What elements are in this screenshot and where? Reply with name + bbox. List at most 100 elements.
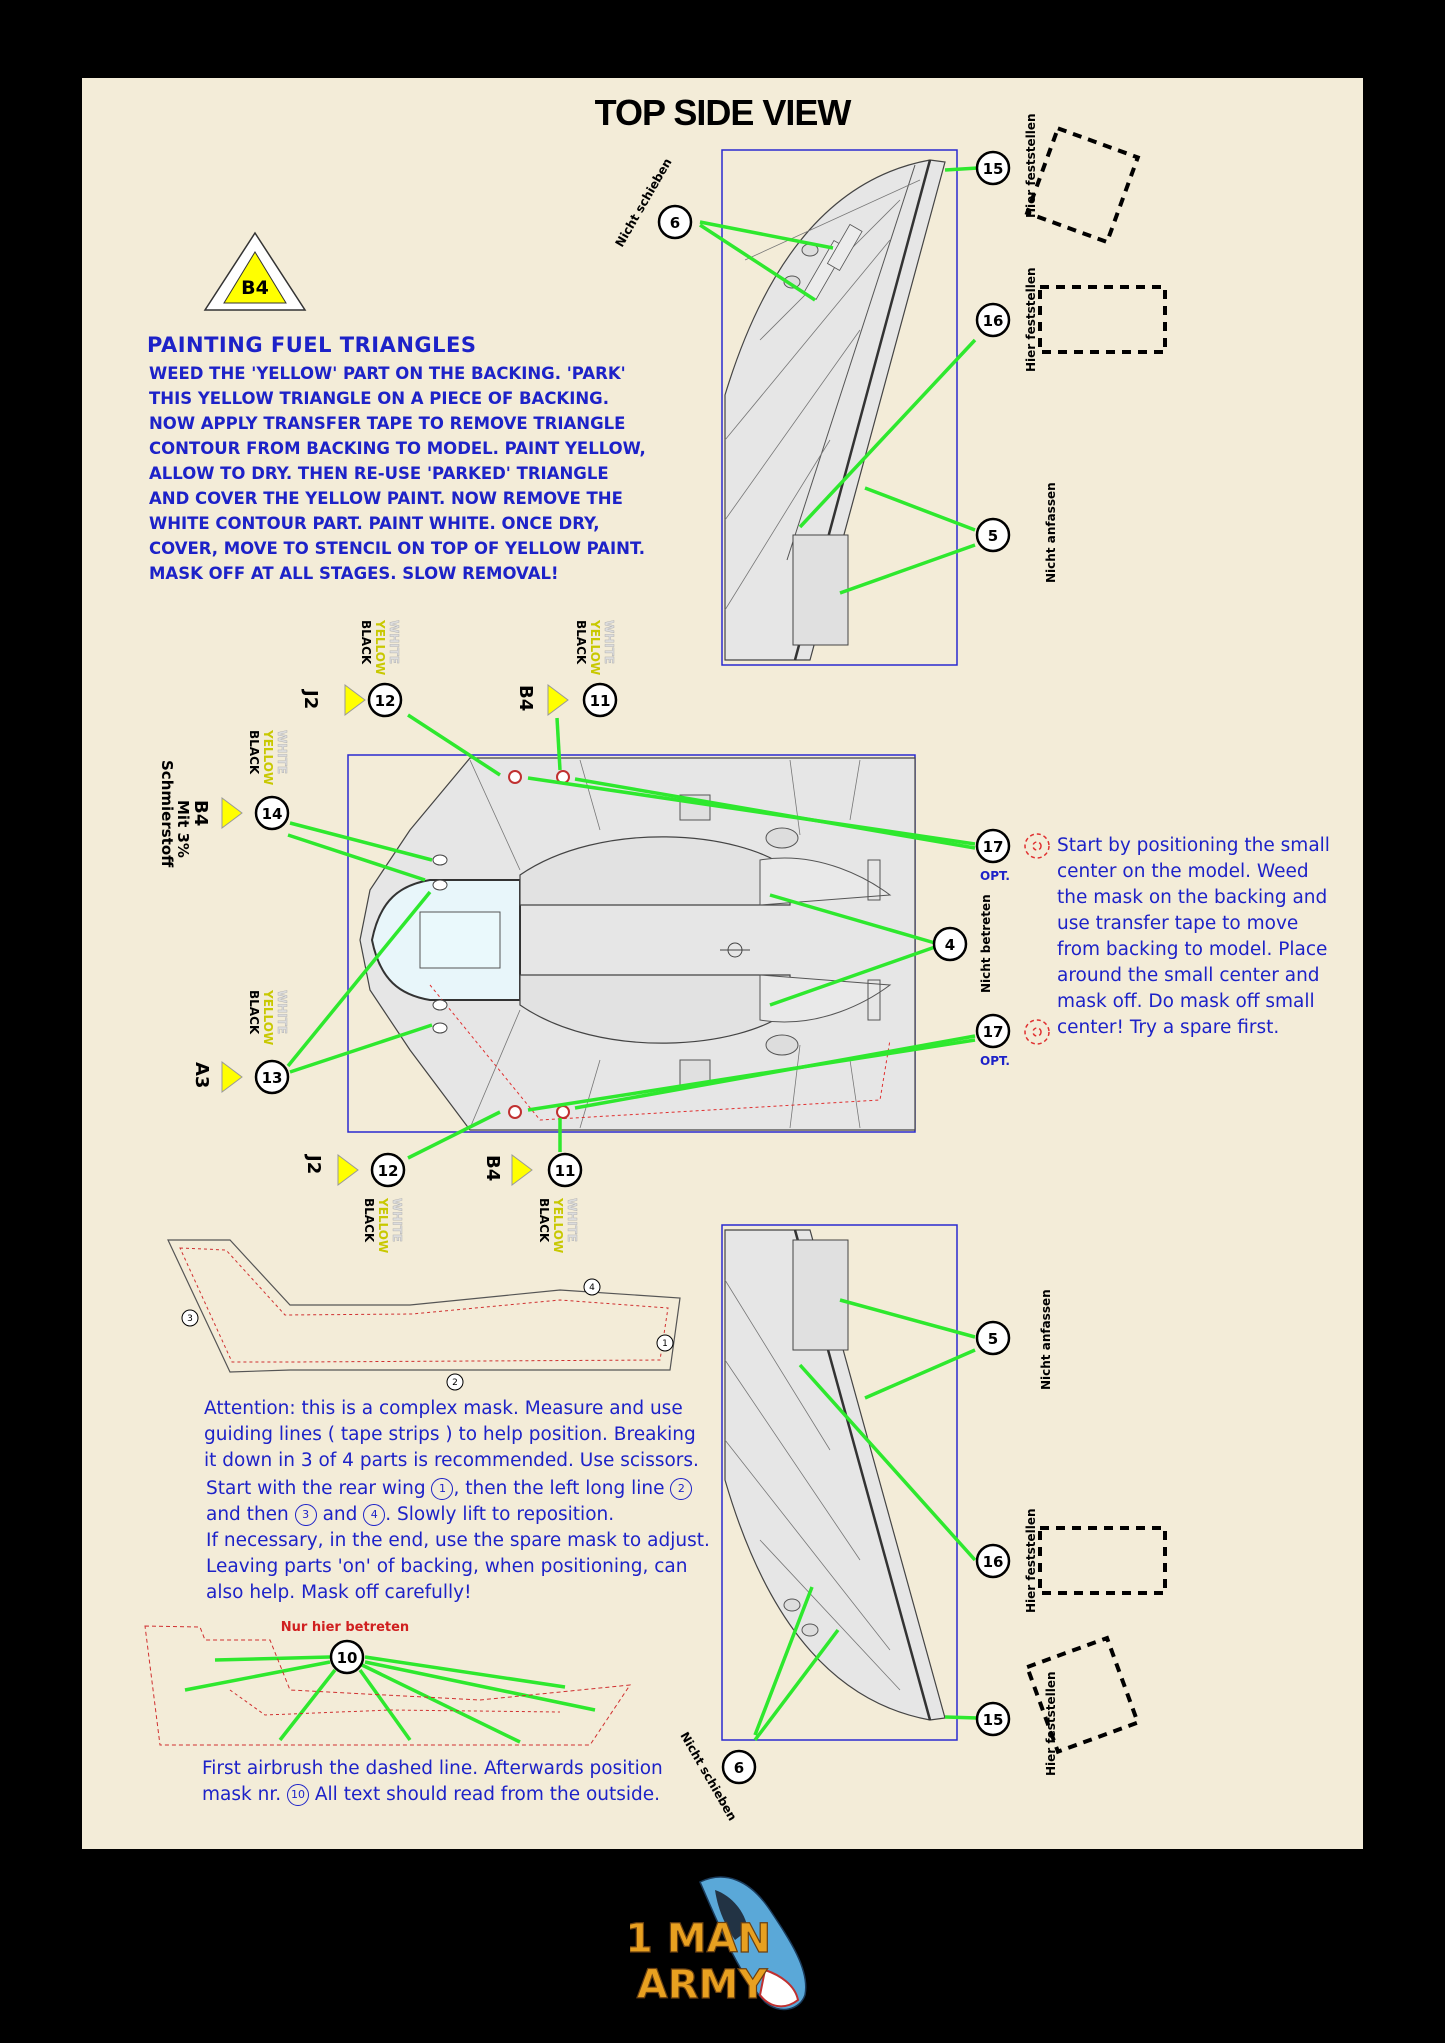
opt-instruction-line: use transfer tape to move (1057, 913, 1299, 934)
callout-16-bottom: 16 (975, 1543, 1011, 1579)
callout-10: 10 (329, 1639, 365, 1675)
opt-label-top: OPT. (980, 869, 1010, 883)
svg-text:11: 11 (590, 692, 611, 710)
opt-instruction-line: around the small center and (1057, 965, 1320, 986)
top-wing-panel (721, 149, 958, 666)
leader-lines (184, 166, 979, 1744)
opt-label-bottom: OPT. (980, 1054, 1010, 1068)
mask-part-numbers: 4 1 2 3 (181, 1278, 674, 1391)
callout-6-top: 6 (657, 204, 693, 240)
opt-instruction-line: from backing to model. Place (1057, 939, 1328, 960)
svg-text:B4: B4 (190, 800, 211, 826)
attention-line: Start with the rear wing 1, then the lef… (206, 1476, 693, 1502)
svg-text:B4: B4 (515, 685, 536, 711)
callout-15-top: 15 (975, 150, 1011, 186)
svg-text:12: 12 (375, 692, 396, 710)
step-3-badge: 3 (294, 1504, 317, 1526)
opt-instruction-line: center on the model. Weed (1057, 861, 1309, 882)
svg-text:WHITE: WHITE (275, 730, 289, 774)
svg-text:YELLOW: YELLOW (551, 1197, 565, 1253)
stencil-a3-13: A3 BLACK YELLOW WHITE (191, 989, 289, 1093)
callout-4: 4 (932, 926, 968, 962)
svg-text:WHITE: WHITE (565, 1198, 579, 1242)
fuel-triangle-label: B4 (241, 277, 269, 299)
svg-text:YELLOW: YELLOW (588, 619, 602, 675)
complex-mask-outline (167, 1239, 681, 1373)
attention-line: Attention: this is a complex mask. Measu… (204, 1398, 683, 1419)
step-4-badge: 4 (363, 1504, 386, 1526)
opt-instruction-line: the mask on the backing and (1057, 887, 1328, 908)
attention-line: and then 3 and 4. Slowly lift to reposit… (206, 1504, 615, 1526)
svg-text:4: 4 (589, 1283, 595, 1293)
svg-text:BLACK: BLACK (247, 730, 261, 775)
nicht-anfassen-top: Nicht anfassen (1044, 482, 1058, 583)
svg-text:J2: J2 (303, 1153, 324, 1174)
fuel-instruction-line: ALLOW TO DRY. THEN RE-USE 'PARKED' TRIAN… (149, 464, 609, 483)
svg-text:17: 17 (983, 1023, 1004, 1041)
hier-feststellen-top-1: Hier feststellen (1024, 113, 1038, 218)
svg-text:2: 2 (452, 1378, 458, 1388)
svg-text:YELLOW: YELLOW (373, 619, 387, 675)
svg-text:WHITE: WHITE (275, 990, 289, 1034)
opt-instruction-line: mask off. Do mask off small (1057, 991, 1315, 1012)
attention-line: also help. Mask off carefully! (206, 1582, 472, 1603)
svg-text:5: 5 (988, 527, 998, 545)
svg-text:1 MAN: 1 MAN (630, 1916, 771, 1962)
svg-text:BLACK: BLACK (359, 620, 373, 665)
svg-text:B4: B4 (482, 1155, 503, 1181)
stencil-j2-top: J2 BLACK YELLOW WHITE (300, 619, 401, 716)
svg-text:12: 12 (378, 1162, 399, 1180)
svg-text:10: 10 (337, 1649, 358, 1667)
fuel-triangles-heading: PAINTING FUEL TRIANGLES (147, 333, 477, 357)
svg-text:17: 17 (983, 838, 1004, 856)
fuel-instruction-line: MASK OFF AT ALL STAGES. SLOW REMOVAL! (149, 564, 559, 583)
attention-line: If necessary, in the end, use the spare … (206, 1530, 710, 1551)
svg-text:BLACK: BLACK (537, 1198, 551, 1243)
callout-6-bottom: 6 (721, 1749, 757, 1785)
step-2-badge: 2 (670, 1478, 693, 1500)
fuel-instruction-line: AND COVER THE YELLOW PAINT. NOW REMOVE T… (149, 489, 623, 508)
callout-17-bottom: 17 (975, 1013, 1011, 1049)
stencil-b4-top: B4 BLACK YELLOW WHITE (515, 619, 616, 716)
fuel-instruction-line: CONTOUR FROM BACKING TO MODEL. PAINT YEL… (149, 439, 646, 458)
svg-text:A3: A3 (191, 1062, 212, 1088)
mask-10-outline (144, 1625, 632, 1746)
nur-hier-betreten-label: Nur hier betreten (281, 1620, 409, 1635)
opt-instruction-line: Start by positioning the small (1057, 835, 1330, 856)
fuselage-panel (347, 754, 916, 1133)
bottom-wing-frame (721, 1224, 958, 1741)
svg-text:14: 14 (262, 805, 283, 823)
one-man-army-logo: 1 MAN ARMY (630, 1876, 807, 2011)
fuel-instruction-line: WEED THE 'YELLOW' PART ON THE BACKING. '… (149, 364, 626, 383)
callout-15-bottom: 15 (975, 1701, 1011, 1737)
svg-text:1: 1 (662, 1339, 668, 1349)
opt-instruction-line: center! Try a spare first. (1057, 1017, 1280, 1038)
nicht-betreten-label: Nicht betreten (979, 894, 993, 993)
stencil-b4-bottom: B4 BLACK YELLOW WHITE (482, 1154, 579, 1253)
mask-10-badge: 10 (287, 1784, 309, 1806)
nicht-anfassen-bottom: Nicht anfassen (1039, 1289, 1053, 1390)
svg-text:BLACK: BLACK (362, 1198, 376, 1243)
svg-text:13: 13 (262, 1069, 283, 1087)
svg-text:5: 5 (988, 1330, 998, 1348)
top-wing-frame (721, 149, 958, 666)
fuel-triangle-icon: B4 (203, 231, 307, 311)
airbrush-line: mask nr. 10 All text should read from th… (202, 1784, 661, 1806)
callout-13: 13 (254, 1059, 290, 1095)
svg-text:ARMY: ARMY (637, 1962, 769, 2008)
svg-text:BLACK: BLACK (574, 620, 588, 665)
svg-text:16: 16 (983, 1553, 1004, 1571)
page-title: TOP SIDE VIEW (594, 92, 852, 133)
svg-text:15: 15 (983, 1711, 1004, 1729)
opt-center-icons (1024, 833, 1050, 1045)
fuel-instruction-line: NOW APPLY TRANSFER TAPE TO REMOVE TRIANG… (149, 414, 626, 433)
svg-text:WHITE: WHITE (387, 620, 401, 664)
callout-12-top: 12 (367, 682, 403, 718)
stencil-b4-14: B4 Mit 3% Schmierstoff BLACK YELLOW WHIT… (158, 729, 289, 868)
callout-12-bottom: 12 (370, 1152, 406, 1188)
bottom-wing-shape (724, 1229, 946, 1721)
hier-feststellen-boxes (1024, 125, 1167, 1755)
airbrush-line: First airbrush the dashed line. Afterwar… (202, 1758, 663, 1779)
svg-text:J2: J2 (300, 688, 321, 709)
